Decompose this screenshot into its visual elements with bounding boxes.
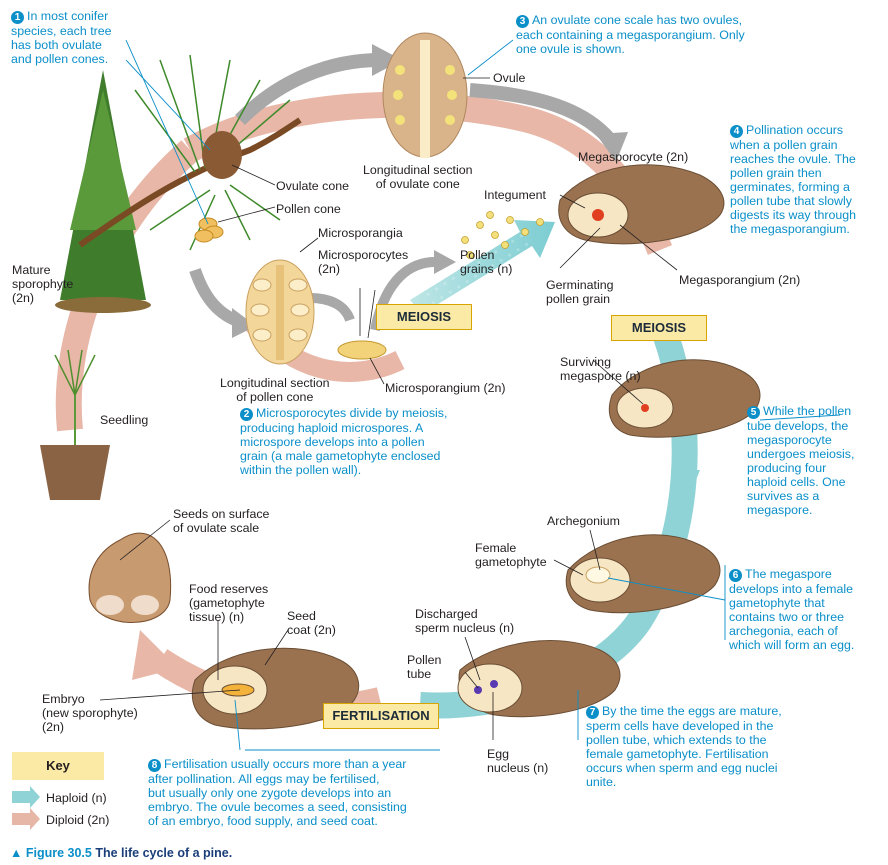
label-archegonium: Archegonium	[547, 514, 621, 528]
step-7-number: 7	[586, 706, 599, 719]
label-microsporangium: Microsporangium (2n)	[385, 381, 506, 395]
pollen-cone-drawing	[194, 217, 224, 243]
fertilisation-badge: FERTILISATION	[323, 703, 439, 729]
pollen-cone-section	[245, 259, 315, 365]
label-microsporangia: Microsporangia	[318, 226, 403, 240]
grey-arrow-to-ovulate	[235, 53, 381, 125]
label-integument: Integument	[484, 188, 546, 202]
meiosis-badge-1: MEIOSIS	[376, 304, 472, 330]
figure-label: Figure 30.5	[25, 846, 92, 860]
key-haploid-label: Haploid (n)	[46, 791, 107, 805]
label-seedling: Seedling	[100, 413, 149, 427]
ovule-drawing-5	[608, 359, 761, 438]
step-4-text: Pollination occurs when a pollen grain r…	[730, 123, 857, 236]
figure-title: The life cycle of a pine.	[95, 846, 233, 860]
diploid-arrowhead-bottom	[132, 630, 178, 680]
branch-illustration	[78, 54, 302, 251]
label-food-reserves: Food reserves (gametophyte tissue) (n)	[189, 582, 269, 624]
label-surviving-megaspore: Surviving megaspore (n)	[560, 355, 641, 383]
label-germinating-pollen-grain: Germinating pollen grain	[546, 278, 614, 306]
label-ovulate-cone: Ovulate cone	[276, 179, 350, 193]
label-long-section-pollen-cone: Longitudinal section of pollen cone	[220, 376, 330, 404]
label-seeds-on-scale: Seeds on surface of ovulate scale	[173, 507, 270, 535]
label-pollen-cone: Pollen cone	[276, 202, 341, 216]
step-4-number: 4	[730, 125, 743, 138]
label-ovule: Ovule	[493, 71, 526, 85]
caption-triangle-icon: ▲	[10, 846, 23, 860]
label-embryo: Embryo (new sporophyte) (2n)	[42, 692, 138, 734]
leader-lines	[99, 77, 678, 740]
step-2-number: 2	[240, 408, 253, 421]
step-5-text: While the pollen tube develops, the mega…	[747, 404, 855, 517]
label-female-gametophyte: Female gametophyte	[475, 541, 547, 569]
step-2-text: Microsporocytes divide by meiosis, produ…	[240, 406, 448, 477]
grey-arrow-to-megasporocyte	[469, 83, 616, 145]
diploid-swatch	[12, 808, 40, 830]
meiosis-badge-2: MEIOSIS	[611, 315, 707, 341]
step-6-text: The megaspore develops into a female gam…	[729, 567, 855, 652]
label-microsporocytes: Microsporocytes (2n)	[318, 248, 409, 276]
step-1-text: In most conifer species, each tree has b…	[11, 9, 112, 66]
step-8-text: Fertilisation usually occurs more than a…	[148, 757, 407, 828]
label-long-section-ovulate-cone: Longitudinal section of ovulate cone	[363, 163, 473, 191]
step-leader-lines	[125, 39, 841, 751]
microsporangium-drawing	[337, 340, 387, 360]
ovule-drawing-4	[558, 164, 725, 245]
step-5-number: 5	[747, 406, 760, 419]
label-megasporocyte: Megasporocyte (2n)	[578, 150, 689, 164]
key-diploid-label: Diploid (2n)	[46, 813, 110, 827]
step-7-text: By the time the eggs are mature, sperm c…	[586, 704, 782, 789]
label-pollen-grains: Pollen grains (n)	[460, 248, 513, 276]
seeds-on-scale-drawing	[88, 532, 172, 623]
figure-caption: ▲ Figure 30.5 The life cycle of a pine.	[10, 846, 232, 860]
label-mature-sporophyte: Mature sporophyte (2n)	[12, 263, 74, 305]
label-pollen-tube: Pollen tube	[407, 653, 442, 681]
grey-arrow-to-microsporangium	[309, 293, 355, 322]
step-6-number: 6	[729, 569, 742, 582]
label-egg-nucleus: Egg nucleus (n)	[487, 747, 549, 775]
haploid-arrowhead	[672, 470, 700, 505]
label-seed-coat: Seed coat (2n)	[287, 609, 336, 637]
step-8-number: 8	[148, 759, 161, 772]
step-3-number: 3	[516, 15, 529, 28]
key-title: Key	[12, 752, 104, 780]
ovulate-cone-drawing	[202, 131, 242, 179]
ovulate-cone-section	[382, 32, 468, 158]
pollen-grains-drawing	[461, 211, 544, 259]
seedling-drawing	[40, 349, 110, 500]
step-3-text: An ovulate cone scale has two ovules, ea…	[516, 13, 745, 56]
label-discharged-sperm: Discharged sperm nucleus (n)	[415, 607, 515, 635]
ovule-drawing-7	[457, 640, 621, 718]
ovule-drawing-6	[565, 534, 721, 614]
haploid-swatch	[12, 786, 40, 808]
label-megasporangium: Megasporangium (2n)	[679, 273, 801, 287]
step-1-number: 1	[11, 11, 24, 24]
